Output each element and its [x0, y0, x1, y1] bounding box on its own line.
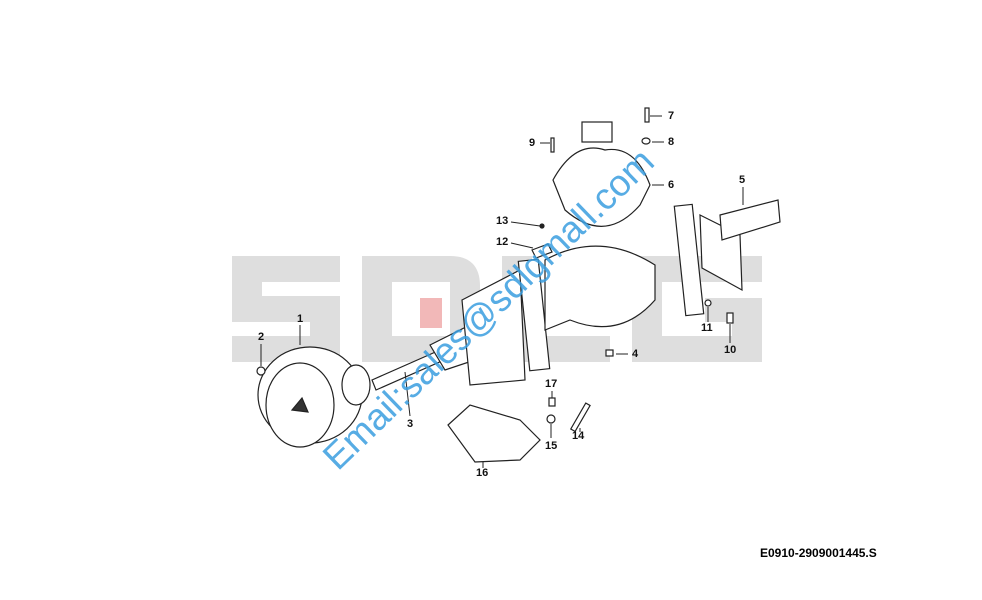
differential-carrier [552, 147, 651, 227]
bolt-14 [569, 402, 591, 433]
spring-seat-right [673, 203, 705, 317]
callout-6: 6 [668, 179, 675, 191]
callout-9: 9 [529, 137, 536, 149]
plug-4 [605, 349, 614, 357]
brake-caliper [447, 404, 541, 463]
callout-12: 12 [496, 236, 509, 248]
fitting-17 [548, 397, 556, 407]
bolt-7 [644, 107, 650, 123]
callout-13: 13 [496, 215, 509, 227]
mounting-bracket [461, 269, 526, 386]
washer-15 [546, 414, 556, 424]
pin-9 [550, 137, 555, 153]
callout-4: 4 [632, 348, 639, 360]
nut-2 [256, 366, 266, 376]
axle-housing [544, 245, 656, 331]
callout-3: 3 [407, 418, 414, 430]
drawing-code: E0910-2909001445.S [760, 546, 877, 560]
bolt-10 [726, 312, 734, 324]
right-axle-shaft [719, 199, 781, 241]
callout-8: 8 [668, 136, 675, 148]
callout-10: 10 [724, 344, 737, 356]
callout-2: 2 [258, 331, 265, 343]
callout-5: 5 [739, 174, 746, 186]
callout-15: 15 [545, 440, 558, 452]
pinion-flange [581, 121, 613, 143]
nut-11 [704, 299, 712, 307]
leader-lines [260, 115, 744, 468]
spring-seat-left [517, 258, 551, 372]
callout-11: 11 [701, 322, 713, 334]
callout-7: 7 [668, 110, 675, 122]
washer-8 [641, 137, 651, 145]
callout-14: 14 [572, 430, 585, 442]
callout-17: 17 [545, 378, 558, 390]
callout-1: 1 [297, 313, 304, 325]
wheel-hub [257, 346, 371, 448]
callout-16: 16 [476, 467, 489, 479]
plate-12 [531, 243, 553, 259]
